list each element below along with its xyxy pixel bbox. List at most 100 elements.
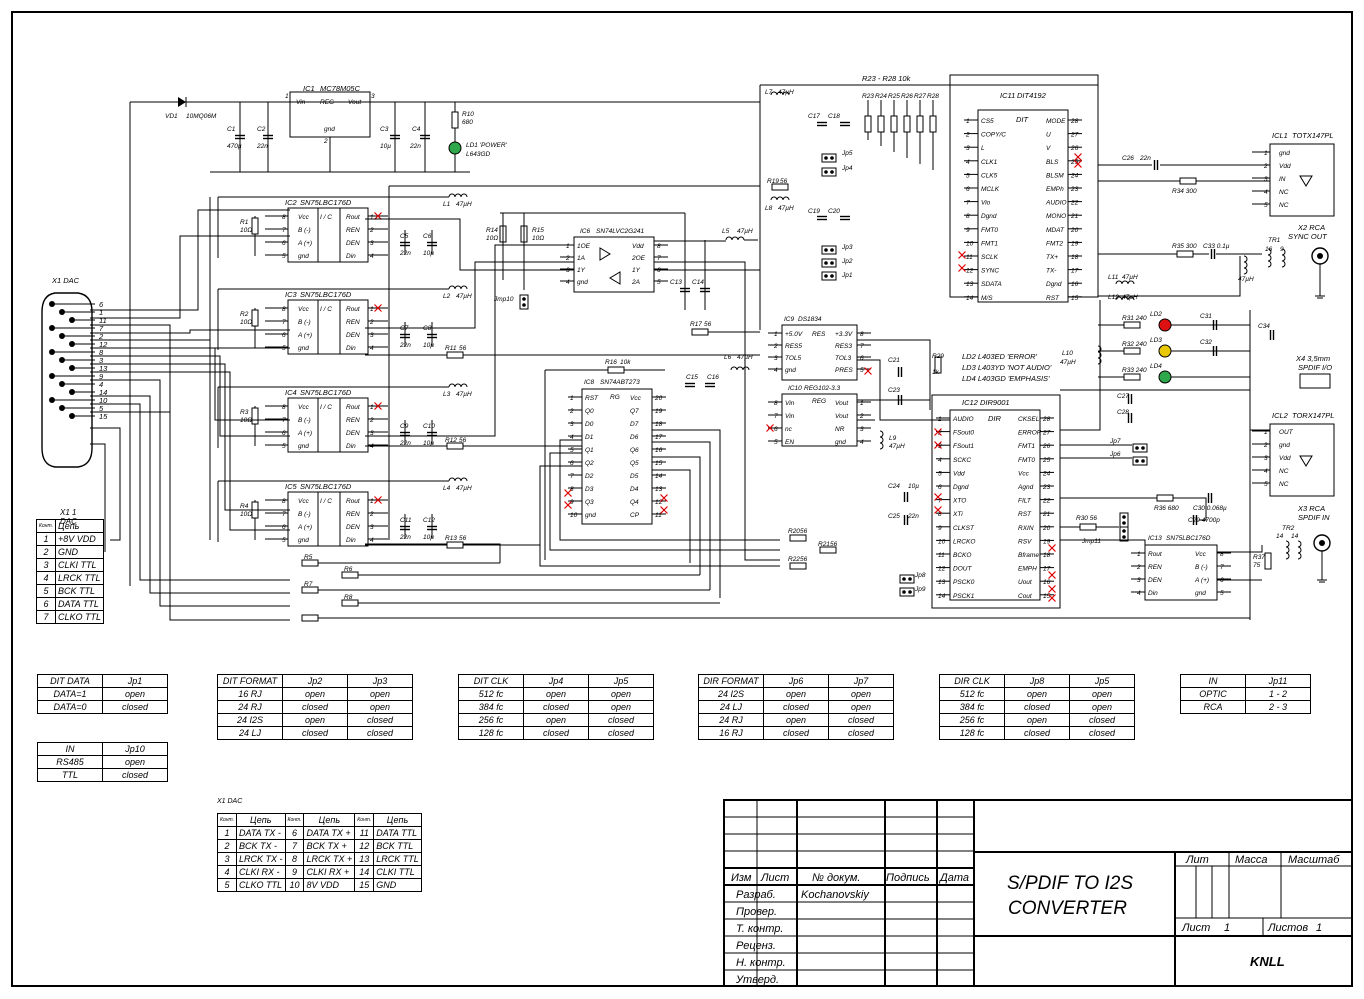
svg-text:C32: C32 xyxy=(1200,339,1212,346)
svg-text:1: 1 xyxy=(370,306,374,313)
svg-text:Vout: Vout xyxy=(835,413,849,420)
svg-text:DIT: DIT xyxy=(1016,115,1030,124)
svg-text:8: 8 xyxy=(860,331,864,338)
svg-text:28: 28 xyxy=(1042,416,1051,423)
svg-text:1OE: 1OE xyxy=(577,243,591,250)
svg-text:SN75LBC176D: SN75LBC176D xyxy=(300,388,352,397)
svg-text:B (-): B (-) xyxy=(298,319,311,326)
svg-text:R33 240: R33 240 xyxy=(1122,367,1147,374)
svg-text:4: 4 xyxy=(1137,590,1141,597)
svg-text:21: 21 xyxy=(1070,213,1079,220)
svg-text:1: 1 xyxy=(966,118,970,125)
db15-pin-number: 4 xyxy=(99,380,103,389)
svg-text:17: 17 xyxy=(1071,268,1079,275)
svg-text:COPY/C: COPY/C xyxy=(981,132,1006,139)
svg-text:C33 0.1µ: C33 0.1µ xyxy=(1203,243,1230,250)
svg-text:RES: RES xyxy=(812,331,826,338)
drawing-title-line2: CONVERTER xyxy=(1008,898,1127,919)
svg-text:LD2 L403ED 'ERROR': LD2 L403ED 'ERROR' xyxy=(962,352,1038,361)
svg-text:Подпись: Подпись xyxy=(886,872,930,884)
svg-text:L4: L4 xyxy=(443,485,451,492)
ic9-chip xyxy=(781,324,858,381)
svg-text:LD4 L403GD 'EMPHASIS': LD4 L403GD 'EMPHASIS' xyxy=(962,374,1050,383)
svg-text:X3 RCA: X3 RCA xyxy=(1297,504,1325,513)
svg-text:Vcc: Vcc xyxy=(630,395,642,402)
svg-text:C28: C28 xyxy=(1117,409,1129,416)
svg-text:R4: R4 xyxy=(240,503,249,510)
svg-text:D2: D2 xyxy=(585,473,594,480)
svg-text:ICL1: ICL1 xyxy=(1272,131,1288,140)
svg-text:SCKC: SCKC xyxy=(953,457,971,464)
svg-text:10µ: 10µ xyxy=(380,143,391,150)
svg-text:C14: C14 xyxy=(692,279,704,286)
svg-text:L3: L3 xyxy=(443,391,451,398)
svg-text:C18: C18 xyxy=(828,113,840,120)
svg-text:6: 6 xyxy=(282,332,286,339)
svg-text:V: V xyxy=(1046,145,1051,152)
svg-text:5: 5 xyxy=(282,537,286,544)
svg-text:R34 300: R34 300 xyxy=(1172,188,1197,195)
svg-text:4: 4 xyxy=(570,434,574,441)
svg-text:12: 12 xyxy=(966,268,974,275)
db15-pin-number: 1 xyxy=(99,308,103,317)
svg-text:EN: EN xyxy=(785,439,794,446)
svg-text:B (-): B (-) xyxy=(1195,564,1208,571)
svg-text:gnd: gnd xyxy=(1279,150,1290,157)
svg-text:9: 9 xyxy=(938,525,942,532)
svg-text:R35 300: R35 300 xyxy=(1172,243,1197,250)
svg-text:14: 14 xyxy=(1291,533,1299,540)
svg-text:L6: L6 xyxy=(724,354,732,361)
svg-text:2: 2 xyxy=(323,138,328,145)
svg-text:PSCK0: PSCK0 xyxy=(953,579,975,586)
svg-text:Vcc: Vcc xyxy=(298,306,310,313)
svg-text:REN: REN xyxy=(346,417,360,424)
svg-text:Vdd: Vdd xyxy=(1279,163,1291,170)
svg-text:№ докум.: № докум. xyxy=(812,872,860,884)
svg-text:1Y: 1Y xyxy=(577,267,586,274)
db15-pin-number: 7 xyxy=(99,324,104,333)
emphasis-led-icon xyxy=(1158,370,1172,384)
svg-text:1: 1 xyxy=(370,498,374,505)
svg-text:REG102-3.3: REG102-3.3 xyxy=(804,385,841,392)
svg-text:REG: REG xyxy=(812,398,826,405)
svg-text:IC12: IC12 xyxy=(962,398,979,407)
svg-text:47µH: 47µH xyxy=(1122,274,1138,281)
svg-text:8: 8 xyxy=(657,243,661,250)
svg-text:26: 26 xyxy=(1042,443,1051,450)
svg-text:NC: NC xyxy=(1279,202,1289,209)
svg-text:A (+): A (+) xyxy=(1194,577,1209,584)
svg-text:FSout0: FSout0 xyxy=(953,430,974,437)
svg-text:16: 16 xyxy=(1071,281,1079,288)
svg-text:SPDIF IN: SPDIF IN xyxy=(1298,513,1330,522)
svg-text:R5: R5 xyxy=(304,554,313,561)
svg-text:680: 680 xyxy=(462,119,473,126)
svg-text:D3: D3 xyxy=(585,486,594,493)
svg-text:gnd: gnd xyxy=(298,443,309,450)
svg-text:8: 8 xyxy=(774,400,778,407)
svg-text:Jp6: Jp6 xyxy=(1109,451,1121,458)
svg-text:TOL5: TOL5 xyxy=(785,355,802,362)
svg-text:47µH: 47µH xyxy=(1238,276,1254,283)
svg-text:LD3: LD3 xyxy=(1150,337,1162,344)
svg-text:AUDIO: AUDIO xyxy=(1045,200,1067,207)
status-leds: R31 240 R32 240 R33 240 LD2 LD3 LD4 C31 … xyxy=(1060,274,1275,384)
svg-text:Kochanovskiy: Kochanovskiy xyxy=(801,889,870,901)
svg-text:Jp4: Jp4 xyxy=(841,165,853,172)
svg-text:C31: C31 xyxy=(1200,313,1212,320)
db15-pin-number: 14 xyxy=(99,388,107,397)
svg-text:LRCKO: LRCKO xyxy=(953,538,975,545)
svg-text:Q0: Q0 xyxy=(585,408,594,415)
svg-text:3: 3 xyxy=(1264,455,1268,462)
svg-text:Vdd: Vdd xyxy=(953,470,965,477)
db15-pin xyxy=(69,341,75,347)
svg-text:4: 4 xyxy=(1264,468,1268,475)
svg-text:R27: R27 xyxy=(914,93,926,100)
svg-text:L9: L9 xyxy=(889,435,897,442)
